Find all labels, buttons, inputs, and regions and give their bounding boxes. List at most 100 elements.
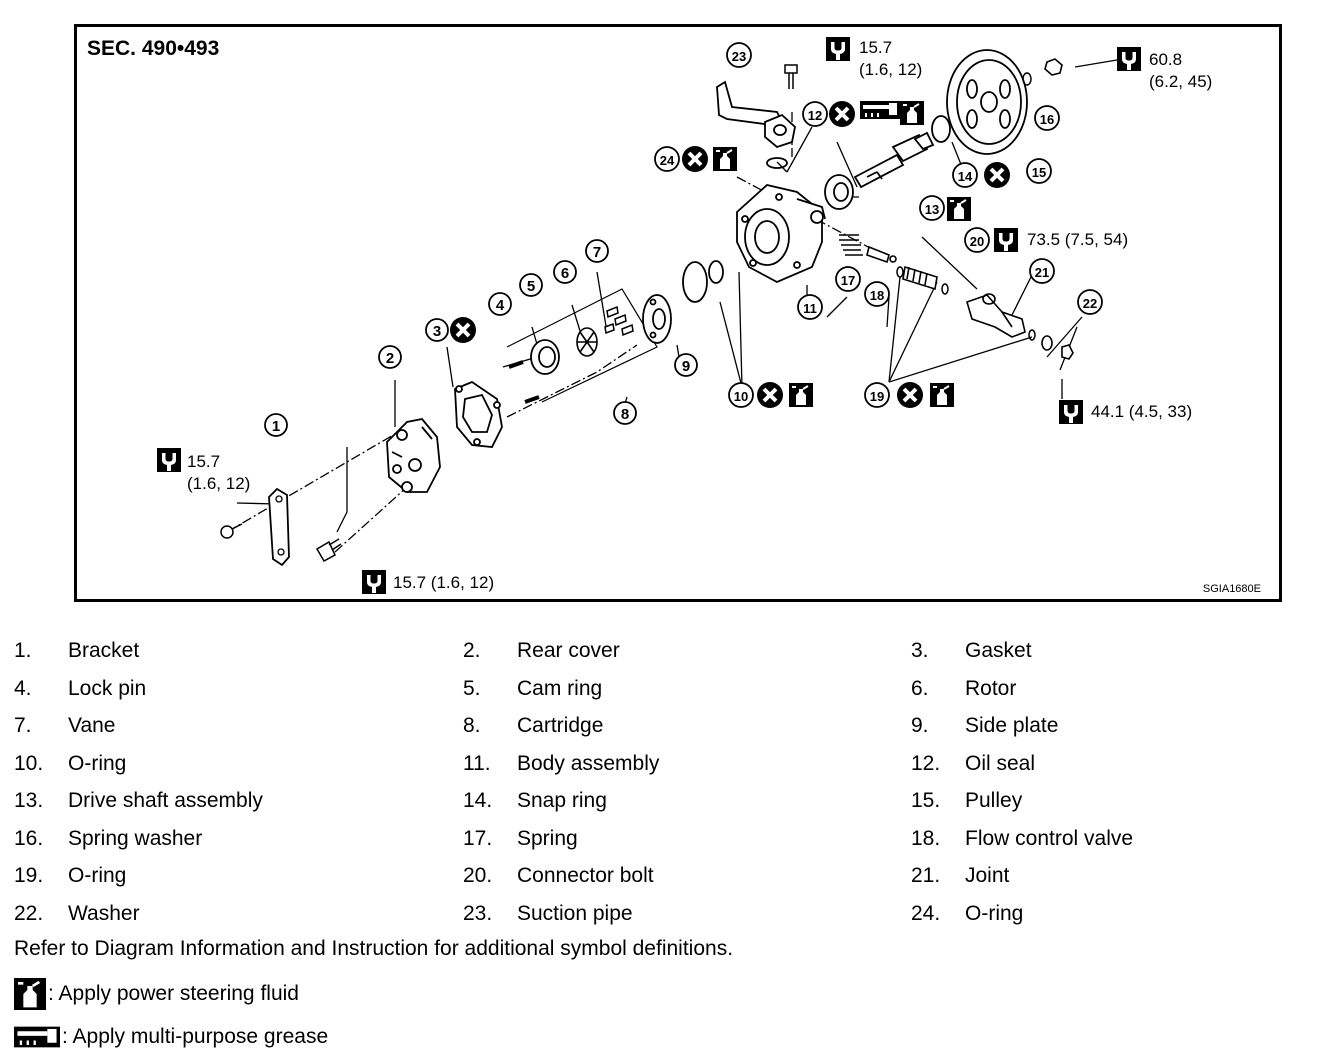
suction-pipe-bolt: [784, 64, 798, 89]
o-ring-large: [682, 261, 708, 303]
part-number: 22.: [14, 901, 44, 925]
callout-20: 20: [964, 227, 990, 253]
do-not-reuse-icon: [827, 99, 857, 129]
torque-bracket-bolt: 15.7 (1.6, 12): [187, 452, 251, 493]
callout-15: 15: [1026, 158, 1052, 184]
vane-part: [604, 305, 634, 337]
svg-text:14: 14: [958, 169, 973, 184]
part-name: O-ring: [68, 751, 127, 775]
part-name: Spring: [517, 826, 578, 850]
part-number: 9.: [911, 714, 929, 737]
callout-5: 5: [519, 273, 543, 297]
parts-row: 13.Drive shaft assembly 14.Snap ring 15.Pu…: [14, 786, 1314, 824]
part-number: 2.: [463, 639, 481, 662]
torque-wrench-icon: [362, 570, 386, 594]
multi-purpose-grease-icon: [859, 100, 901, 120]
callout-7: 7: [585, 239, 609, 263]
svg-text:6: 6: [561, 265, 569, 282]
parts-list-item: 10. O-ring: [14, 749, 126, 779]
o-ring-19c: [1028, 329, 1036, 341]
suction-pipe-part: [716, 80, 796, 149]
callout-22: 22: [1077, 289, 1103, 315]
parts-list-item: 9.Side plate: [911, 711, 1058, 741]
callout-17: 17: [835, 266, 861, 292]
joint-nut: [1061, 344, 1074, 360]
part-name: O-ring: [68, 864, 127, 887]
part-name: Washer: [68, 901, 140, 925]
callout-9: 9: [674, 353, 698, 377]
part-number: 18.: [911, 826, 941, 850]
axis-line-cartridge: [506, 344, 638, 418]
svg-text:1: 1: [272, 418, 280, 435]
parts-list-item: 14.Snap ring: [463, 786, 607, 816]
svg-text:22: 22: [1083, 296, 1097, 311]
part-number: 8.: [463, 714, 481, 737]
svg-text:15: 15: [1032, 165, 1046, 180]
callout-1: 1: [264, 413, 288, 437]
callout-4: 4: [488, 292, 512, 316]
callout-21: 21: [1029, 258, 1055, 284]
callout-2: 2: [378, 345, 402, 369]
part-name: Pulley: [965, 789, 1023, 812]
part-number: 5.: [463, 676, 481, 700]
torque-wrench-icon: [157, 448, 181, 472]
multi-purpose-grease-icon: [14, 1025, 60, 1049]
part-name: Lock pin: [68, 676, 147, 700]
flow-control-valve-part: [866, 245, 897, 264]
parts-list-item: 13.Drive shaft assembly: [14, 786, 263, 816]
part-number: 10.: [14, 751, 44, 775]
cartridge-frame: [506, 288, 658, 403]
torque-wrench-icon: [1117, 47, 1141, 71]
parts-list-item: 17. Spring: [463, 824, 578, 854]
do-not-reuse-icon: [895, 380, 925, 410]
callout-14: 14: [952, 162, 978, 188]
rear-cover-bolt: [315, 538, 342, 563]
callout-13: 13: [919, 195, 945, 221]
parts-row: 10. O-ring 11.Body assembly 12.Oil seal: [14, 749, 1314, 787]
power-steering-fluid-icon: [14, 978, 46, 1010]
o-ring-small: [708, 260, 724, 284]
washer-part: [1041, 335, 1053, 351]
torque-wrench-icon: [994, 228, 1018, 252]
parts-list-item: 7.Vane: [14, 711, 116, 741]
part-number: 17.: [463, 826, 493, 850]
svg-text:19: 19: [870, 389, 884, 404]
part-number: 23.: [463, 901, 493, 925]
svg-text:5: 5: [527, 278, 535, 295]
svg-text:10: 10: [734, 389, 748, 404]
svg-text:24: 24: [660, 153, 675, 168]
part-name: Spring washer: [68, 826, 203, 850]
svg-text:11: 11: [803, 301, 817, 316]
callout-16: 16: [1034, 105, 1060, 131]
parts-list-item: 12.Oil seal: [911, 749, 1035, 779]
parts-list-item: 1.Bracket: [14, 636, 139, 666]
callout-18: 18: [864, 281, 890, 307]
parts-list-item: 3.Gasket: [911, 636, 1032, 666]
part-number: 1.: [14, 639, 32, 662]
part-number: 14.: [463, 789, 493, 812]
part-name: Suction pipe: [517, 901, 633, 925]
drive-shaft-part: [853, 131, 935, 189]
callout-23: 23: [726, 42, 752, 68]
parts-list-item: 19.O-ring: [14, 861, 126, 891]
lock-pin-upper: [508, 360, 524, 369]
side-plate-part: [642, 294, 672, 344]
parts-list-item: 2.Rear cover: [463, 636, 620, 666]
legend-fluid: : Apply power steering fluid: [14, 978, 299, 1010]
svg-text:23: 23: [732, 49, 746, 64]
snap-ring-part: [931, 115, 951, 143]
svg-text:9: 9: [682, 358, 690, 375]
callout-19: 19: [864, 382, 890, 408]
part-name: Cam ring: [517, 676, 603, 700]
parts-list-item: 15.Pulley: [911, 786, 1022, 816]
callout-8: 8: [613, 401, 637, 425]
svg-text:21: 21: [1035, 265, 1049, 280]
parts-list-item: 11.Body assembly: [463, 749, 659, 779]
torque-joint-nut: 44.1 (4.5, 33): [1091, 402, 1193, 421]
part-name: O-ring: [965, 901, 1024, 925]
svg-text:2: 2: [386, 350, 394, 367]
